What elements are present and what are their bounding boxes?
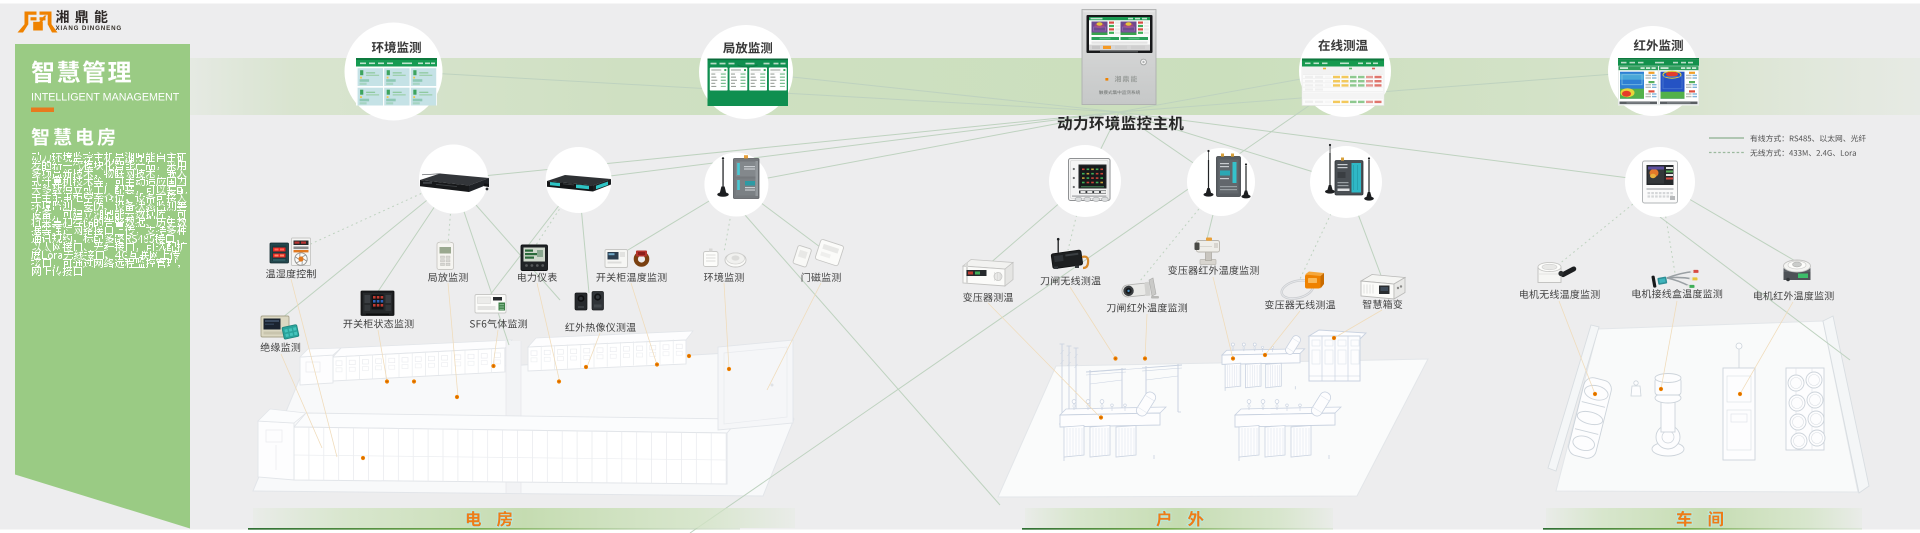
svg-text:XIANG DINGNENG: XIANG DINGNENG bbox=[56, 25, 123, 32]
svg-text:INTELLIGENT MANAGEMENT: INTELLIGENT MANAGEMENT bbox=[31, 92, 180, 104]
